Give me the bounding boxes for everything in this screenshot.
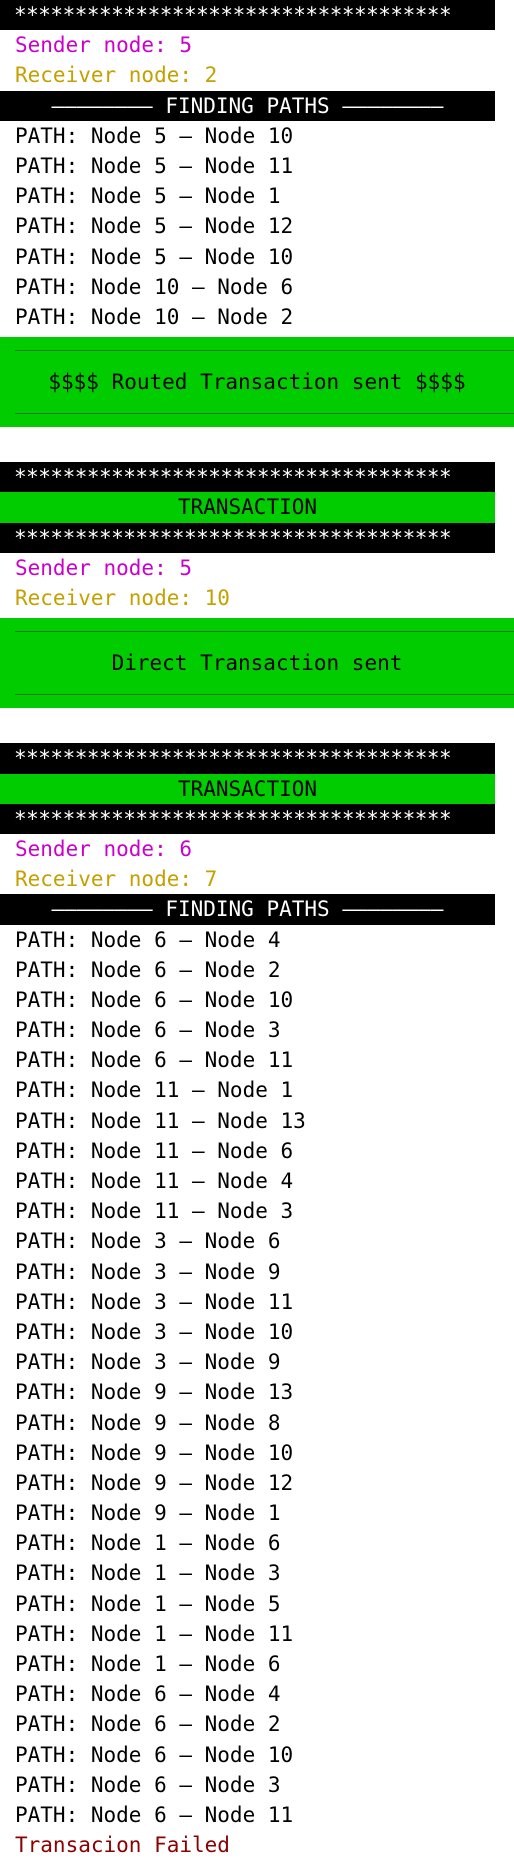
path-line: PATH: Node 6 – Node 10 (15, 1742, 294, 1767)
result-box-direct: Direct Transaction sent (0, 618, 514, 709)
path-line: PATH: Node 9 – Node 13 (15, 1380, 294, 1405)
path-line: PATH: Node 6 – Node 10 (15, 987, 294, 1012)
path-line: PATH: Node 1 – Node 11 (15, 1621, 294, 1646)
path-line: PATH: Node 6 – Node 11 (15, 1048, 294, 1073)
result-message: $$$$ Routed Transaction sent $$$$ (48, 370, 466, 395)
path-line: PATH: Node 11 – Node 1 (15, 1078, 294, 1103)
path-line: PATH: Node 9 – Node 12 (15, 1470, 294, 1495)
path-line: PATH: Node 11 – Node 4 (15, 1169, 294, 1193)
stars-divider: ************************************ (0, 803, 495, 834)
path-line: PATH: Node 11 – Node 6 (15, 1138, 294, 1163)
path-line: PATH: Node 5 – Node 10 (15, 123, 294, 148)
path-line: PATH: Node 1 – Node 3 (15, 1561, 281, 1586)
finding-paths-separator: ———————— FINDING PATHS ———————— (0, 90, 495, 121)
path-line: PATH: Node 3 – Node 9 (15, 1259, 281, 1284)
result-box-bottom-rule (15, 413, 514, 415)
stars-divider: ************************************ (0, 0, 495, 31)
path-line: PATH: Node 10 – Node 2 (15, 304, 294, 329)
transaction-banner: TRANSACTION (0, 492, 495, 523)
sender-node-line: Sender node: 6 (15, 836, 193, 861)
path-line: PATH: Node 6 – Node 11 (15, 1802, 294, 1827)
path-line: PATH: Node 3 – Node 9 (15, 1350, 281, 1375)
path-line: PATH: Node 3 – Node 11 (15, 1289, 294, 1314)
spacer (0, 713, 514, 743)
receiver-node-line: Receiver node: 10 (15, 586, 230, 610)
stars-divider: ************************************ (0, 522, 495, 553)
transaction-failed-line: Transacion Failed (15, 1833, 230, 1858)
path-line: PATH: Node 6 – Node 2 (15, 957, 281, 982)
receiver-node-line: Receiver node: 2 (15, 63, 218, 88)
path-list: PATH: Node 6 – Node 4 PATH: Node 6 – Node… (0, 925, 514, 1831)
result-box-top-rule (15, 631, 514, 633)
path-line: PATH: Node 11 – Node 13 (15, 1108, 306, 1133)
receiver-node-line: Receiver node: 7 (15, 867, 218, 892)
path-line: PATH: Node 11 – Node 3 (15, 1199, 294, 1224)
path-line: PATH: Node 3 – Node 10 (15, 1319, 294, 1344)
path-line: PATH: Node 1 – Node 6 (15, 1531, 281, 1556)
path-line: PATH: Node 6 – Node 3 (15, 1772, 281, 1797)
stars-divider: ************************************ (0, 743, 495, 774)
spacer (0, 432, 514, 462)
sender-node-line: Sender node: 5 (15, 33, 193, 58)
path-line: PATH: Node 6 – Node 2 (15, 1712, 281, 1737)
path-list: PATH: Node 5 – Node 10 PATH: Node 5 – Nod… (0, 121, 514, 332)
result-box-top-rule (15, 350, 514, 352)
path-line: PATH: Node 6 – Node 4 (15, 927, 281, 952)
path-line: PATH: Node 1 – Node 6 (15, 1652, 281, 1676)
result-message: Direct Transaction sent (111, 651, 403, 676)
path-line: PATH: Node 3 – Node 6 (15, 1229, 281, 1254)
path-line: PATH: Node 1 – Node 5 (15, 1591, 281, 1616)
stars-divider: ************************************ (0, 462, 495, 493)
transaction-banner: TRANSACTION (0, 773, 495, 804)
path-line: PATH: Node 9 – Node 8 (15, 1410, 281, 1435)
path-line: PATH: Node 9 – Node 10 (15, 1440, 294, 1465)
path-line: PATH: Node 5 – Node 10 (15, 244, 294, 269)
result-box-routed: $$$$ Routed Transaction sent $$$$ (0, 337, 514, 428)
path-line: PATH: Node 5 – Node 1 (15, 184, 281, 209)
path-line: PATH: Node 5 – Node 11 (15, 153, 294, 178)
finding-paths-separator: ———————— FINDING PATHS ———————— (0, 894, 495, 925)
sender-node-line: Sender node: 5 (15, 555, 193, 580)
path-line: PATH: Node 6 – Node 4 (15, 1682, 281, 1707)
result-box-bottom-rule (15, 694, 514, 696)
path-line: PATH: Node 10 – Node 6 (15, 274, 294, 299)
path-line: PATH: Node 6 – Node 3 (15, 1018, 281, 1043)
path-line: PATH: Node 9 – Node 1 (15, 1501, 281, 1526)
path-line: PATH: Node 5 – Node 12 (15, 214, 294, 239)
